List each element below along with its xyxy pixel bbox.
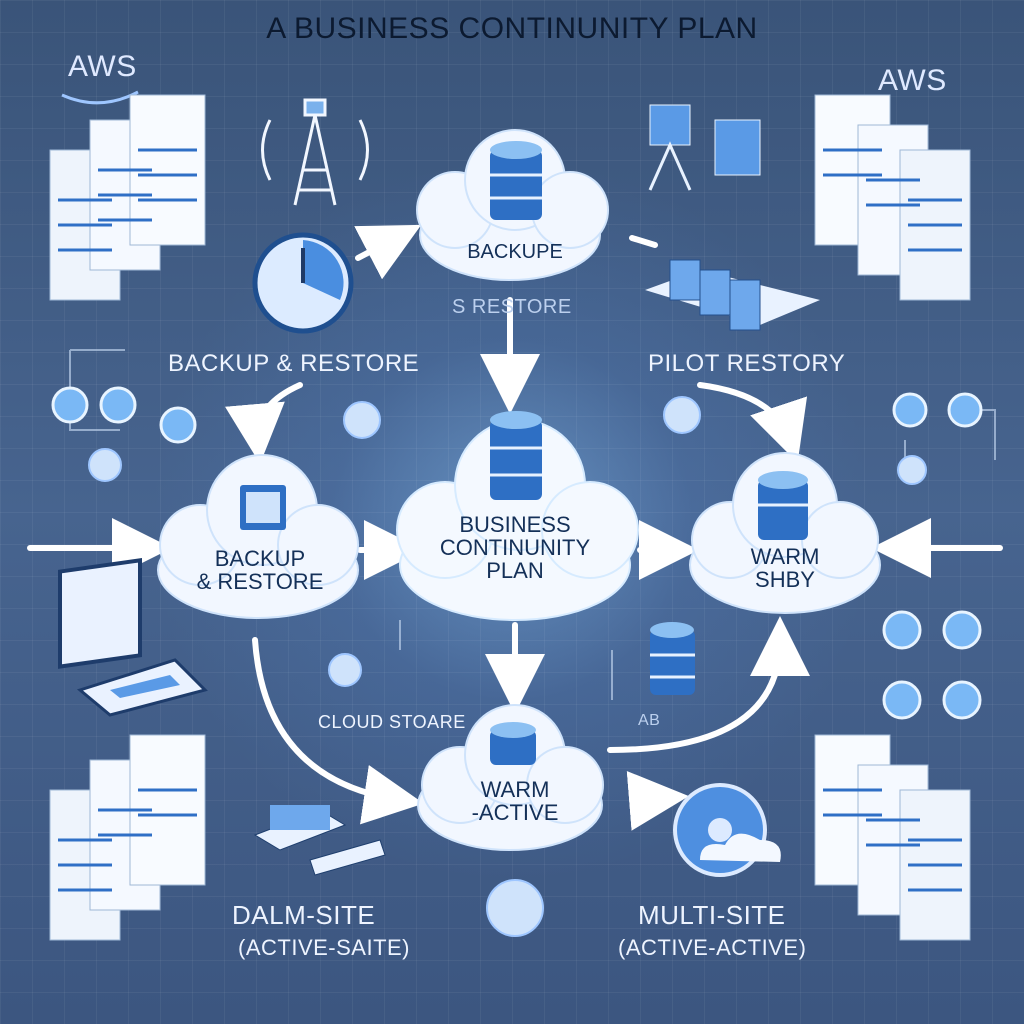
cloud-bottom-line1: WARM xyxy=(480,777,550,802)
restore-label: S RESTORE xyxy=(452,296,572,318)
pilot-label: PILOT RESTORY xyxy=(648,350,846,377)
server-icon-bottom-right xyxy=(814,734,971,941)
cloud-center-line3: PLAN xyxy=(486,558,544,584)
lightbulb-icons xyxy=(88,396,927,937)
cloud-right-line2: SHBY xyxy=(755,567,815,593)
laptop-icon xyxy=(58,558,208,717)
server-icon-bottom-left xyxy=(49,734,206,941)
database-icon-center xyxy=(490,411,542,500)
cloud-right-line1: WARM xyxy=(750,544,820,569)
database-icon-right xyxy=(758,471,808,540)
ab-label: AB xyxy=(638,712,661,729)
folder-icon-left xyxy=(240,485,286,530)
database-icon-bottom xyxy=(490,722,536,765)
aws-label-right: AWS xyxy=(878,64,947,97)
cloud-center-line1: BUSINESS xyxy=(459,512,571,537)
cloud-top-label: BACKUPE xyxy=(467,241,563,263)
cloud-bottom-line2: -ACTIVE xyxy=(471,800,559,826)
cloud-storage-label: CLOUD STOARE xyxy=(318,712,466,732)
dalm-site-sub-label: (ACTIVE-SAITE) xyxy=(238,935,411,960)
multi-site-label: MULTI-SITE xyxy=(638,900,786,930)
cloud-center-line2: CONTINUNITY xyxy=(439,535,591,561)
multi-site-sub-label: (ACTIVE-ACTIVE) xyxy=(618,935,807,960)
server-icon-top-right xyxy=(814,94,971,301)
clock-icon xyxy=(252,232,354,334)
diagram-title: A BUSINESS CONTINUNITY PLAN xyxy=(266,12,758,45)
cloud-left-line1: BACKUP xyxy=(214,546,306,571)
disc-icon xyxy=(673,783,781,877)
tower-icon xyxy=(261,98,369,206)
server-icon-top-left xyxy=(49,94,206,301)
database-icon-top xyxy=(490,141,542,220)
tower-icon-right xyxy=(648,104,761,191)
database-icon-small xyxy=(650,622,695,695)
storage-boxes-icon xyxy=(645,259,820,331)
status-dot-icons xyxy=(51,386,983,720)
dalm-site-label: DALM-SITE xyxy=(232,900,376,930)
document-icon xyxy=(253,805,386,876)
aws-label-left: AWS xyxy=(68,50,137,83)
cloud-left-line2: & RESTORE xyxy=(196,569,324,595)
backup-restore-label: BACKUP & RESTORE xyxy=(168,350,420,377)
